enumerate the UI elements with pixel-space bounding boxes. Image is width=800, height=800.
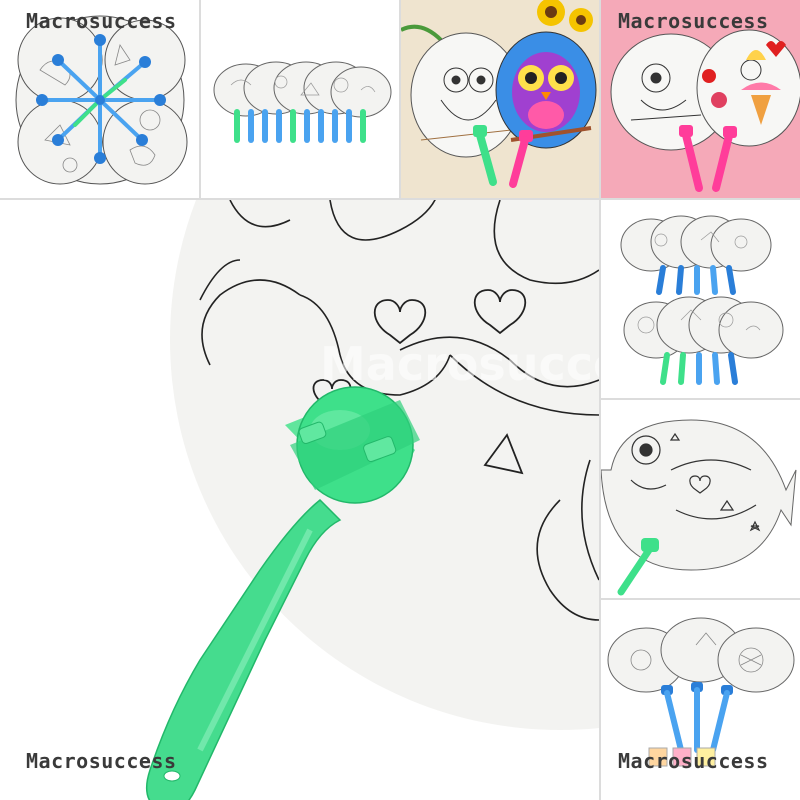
- side-panel-fish-fan: [601, 400, 800, 598]
- fish-fan-photo: [601, 400, 800, 598]
- main-panel-closeup: Macrosuccess: [0, 200, 599, 800]
- divider: [599, 0, 601, 800]
- pink-fans-photo: [601, 0, 800, 198]
- top-panel-owl-fans: [401, 0, 599, 198]
- center-watermark: Macrosuccess: [320, 337, 599, 391]
- top-panel-fan-row: [201, 0, 399, 198]
- fan-row-photo: [201, 0, 399, 198]
- owl-fans-photo: [401, 0, 599, 198]
- fan-stack-photo: [601, 200, 800, 398]
- divider: [601, 598, 800, 600]
- divider: [199, 0, 201, 198]
- top-panel-fan-wheel: [0, 0, 199, 198]
- divider: [399, 0, 401, 198]
- side-panel-two-rows: [601, 200, 800, 398]
- top-panel-pink-fans: [601, 0, 800, 198]
- watermark-top-right: Macrosuccess: [618, 9, 769, 33]
- divider: [0, 198, 800, 200]
- spread-fans-photo: [601, 600, 800, 800]
- watermark-bottom-right: Macrosuccess: [618, 749, 769, 773]
- fan-closeup-photo: Macrosuccess: [0, 200, 599, 800]
- watermark-top-left: Macrosuccess: [26, 9, 177, 33]
- fan-wheel-photo: [0, 0, 199, 198]
- watermark-bottom-left: Macrosuccess: [26, 749, 177, 773]
- side-panel-spread-fans: [601, 600, 800, 800]
- divider: [601, 398, 800, 400]
